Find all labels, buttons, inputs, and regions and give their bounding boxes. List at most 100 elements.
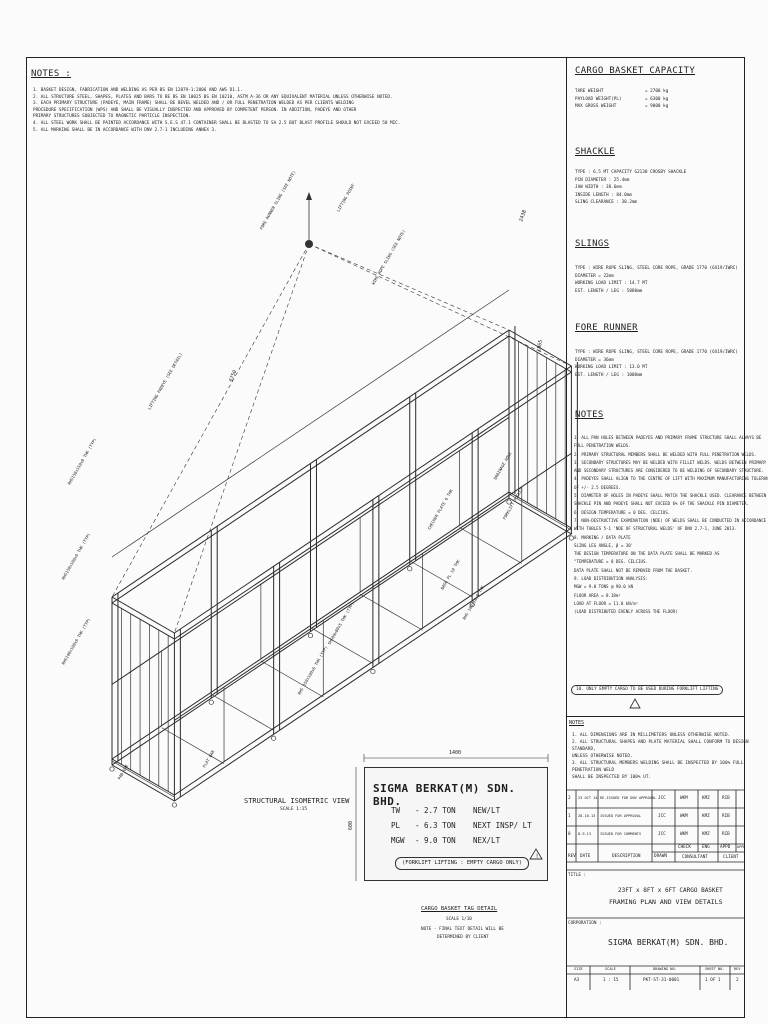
- drawing-title-line-1: 23FT x 8FT x 6FT CARGO BASKET: [618, 887, 723, 894]
- shackle-heading: SHACKLE: [575, 147, 616, 157]
- floor-member: [359, 593, 423, 631]
- floor-member: [310, 627, 374, 664]
- general-notes: 1. BASKET DESIGN, FABRICATION AND WELDIN…: [33, 88, 400, 134]
- rev-cell: JCC: [658, 796, 666, 801]
- note-line: 1. BASKET DESIGN, FABRICATION AND WELDIN…: [33, 88, 243, 93]
- dim-long: 6750: [228, 369, 238, 382]
- wire-rope-sling: [111, 243, 310, 598]
- rev-cell: 0: [568, 832, 571, 837]
- drawing-border: [26, 57, 745, 1018]
- rev-cell: KMZ: [702, 832, 710, 837]
- floor-member: [508, 493, 572, 531]
- rev-cell: ISSUED FOR COMMENTS: [600, 832, 642, 836]
- callout-label: RHS 150x100x6 THK (TYP): [297, 645, 329, 695]
- callout-label: RHS100x100x6 THK (TYP): [61, 617, 92, 665]
- sheet-number: 1 OF 1: [705, 978, 721, 983]
- iso-view-scale: SCALE 1:15: [280, 807, 308, 812]
- end-rail: [111, 596, 175, 634]
- rev-cell: RIB: [722, 796, 730, 801]
- end-rail: [111, 602, 175, 640]
- rev-header: ENG: [702, 845, 710, 850]
- rev-cell: 1: [568, 814, 571, 819]
- capacity-table: TARE WEIGHT= 2700 kg PAYLOAD WEIGHT(PL)=…: [575, 89, 669, 110]
- rev-header: DRAWN: [654, 854, 667, 859]
- callout-label: RHS150x100x6 THK (TYP): [61, 532, 92, 580]
- tag-dim-height: 600: [348, 821, 354, 830]
- rev-cell: RIB: [722, 814, 730, 819]
- rev-cell: 23 OCT 14: [578, 796, 598, 800]
- base-foot: [271, 735, 277, 741]
- rev-label: REV: [734, 967, 741, 971]
- rev-cell: RE-ISSUED FOR DNV APPROVAL: [600, 796, 657, 800]
- sheet-no-label: SHEET NO.: [705, 967, 725, 971]
- end-rail: [111, 764, 175, 802]
- note-line: 3. EACH PRIMARY STRUCTURE (PADEYE, MAIN …: [33, 101, 354, 107]
- tag-company: SIGMA BERKAT(M) SDN. BHD.: [373, 782, 516, 808]
- slings-spec: TYPE : WIRE ROPE SLING, STEEL CORE ROPE,…: [575, 266, 738, 294]
- callout-label: WIRE ROPE SLING (SEE NOTE): [371, 229, 407, 286]
- corporation-label: CORPORATION :: [568, 921, 602, 926]
- forerunner-heading: FORE RUNNER: [575, 323, 638, 333]
- drawing-no-label: DRAWING NO.: [653, 967, 677, 971]
- callout-label: DRAINAGE HOLE: [493, 450, 513, 480]
- iso-view-caption: STRUCTURAL ISOMETRIC VIEW: [244, 797, 350, 805]
- company-name: SIGMA BERKAT(M) SDN. BHD.: [608, 938, 729, 947]
- end-rail: [508, 491, 572, 529]
- design-notes: 1. ALL PAN HOLES BETWEEN PADEYES AND PRI…: [574, 435, 768, 615]
- rev-cell: KMZ: [702, 796, 710, 801]
- rev-cell: JCC: [658, 832, 666, 837]
- end-rail: [111, 758, 175, 796]
- rev-cell: 2: [568, 796, 571, 801]
- rev-header: CLIENT: [723, 855, 739, 860]
- warning-triangle-icon: [629, 698, 641, 709]
- base-foot: [370, 668, 376, 675]
- callout-label: CHECKER PLATE 6 THK: [427, 488, 455, 531]
- small-notes: 1. ALL DIMENSIONS ARE IN MILLIMETERS UNL…: [572, 733, 749, 780]
- rev-header: APPD: [720, 845, 731, 850]
- rev-cell: 28.10.13: [578, 814, 596, 818]
- floor-member: [161, 727, 225, 764]
- callout-label: PAD EYE: [117, 763, 130, 781]
- note-line: 4. ALL STEEL WORK SHALL BE PAINTED ACCOR…: [33, 120, 401, 126]
- mid-rail: [174, 452, 572, 721]
- notes-heading: NOTES :: [31, 69, 72, 79]
- small-notes-heading: NOTES: [569, 720, 585, 726]
- rev-header: DESCRIPTION: [612, 854, 641, 859]
- tag-note-1: NOTE - FINAL TEXT DETAIL WILL BE: [421, 927, 504, 932]
- sheet-size: A3: [574, 978, 580, 983]
- base-foot: [307, 632, 314, 639]
- shackle-spec: TYPE : 6.5 MT CAPACITY G2130 CROSBY SHAC…: [575, 170, 687, 206]
- mid-rail: [111, 416, 510, 685]
- tag-note-2: DETERMINED BY CLIENT: [437, 935, 489, 940]
- base-foot: [568, 535, 574, 541]
- slings-heading: SLINGS: [575, 239, 610, 249]
- dim-top: 2438: [518, 209, 528, 222]
- note-line: PROCEDURE SPECIFICATION (WPS) AND SHALL …: [33, 107, 357, 113]
- callout-label: FORE RUNNER SLING (SEE NOTE): [259, 170, 297, 231]
- base-foot: [506, 499, 512, 505]
- callout-label: LIFTING PADEYE (SEE DETAIL): [147, 352, 184, 411]
- floor-member: [459, 527, 522, 564]
- wire-rope-sling: [174, 243, 310, 634]
- svg-text:!: !: [535, 853, 539, 860]
- wire-rope-sling: [308, 243, 510, 331]
- rev-cell: WKM: [680, 832, 688, 837]
- floor-member: [260, 660, 324, 698]
- divider: [566, 716, 745, 717]
- forklift-warning: 10. ONLY EMPTY CARGO TO BE USED DURING F…: [571, 685, 724, 696]
- end-rail: [508, 497, 572, 535]
- base-foot: [407, 566, 413, 572]
- rev-cell: 8.9.13: [578, 832, 591, 836]
- end-rail: [508, 329, 572, 367]
- revision-number: 2: [736, 978, 739, 983]
- callout-label: BASE PL 10 THK: [440, 558, 461, 590]
- note-line: 5. ALL MARKING SHALL BE IN ACCORDANCE WI…: [33, 127, 217, 133]
- floor-member: [211, 693, 274, 731]
- dim-side: 1865: [536, 339, 544, 352]
- base-foot: [469, 602, 475, 608]
- notes-right-heading: NOTES: [575, 410, 604, 420]
- dimension-line: [111, 289, 510, 558]
